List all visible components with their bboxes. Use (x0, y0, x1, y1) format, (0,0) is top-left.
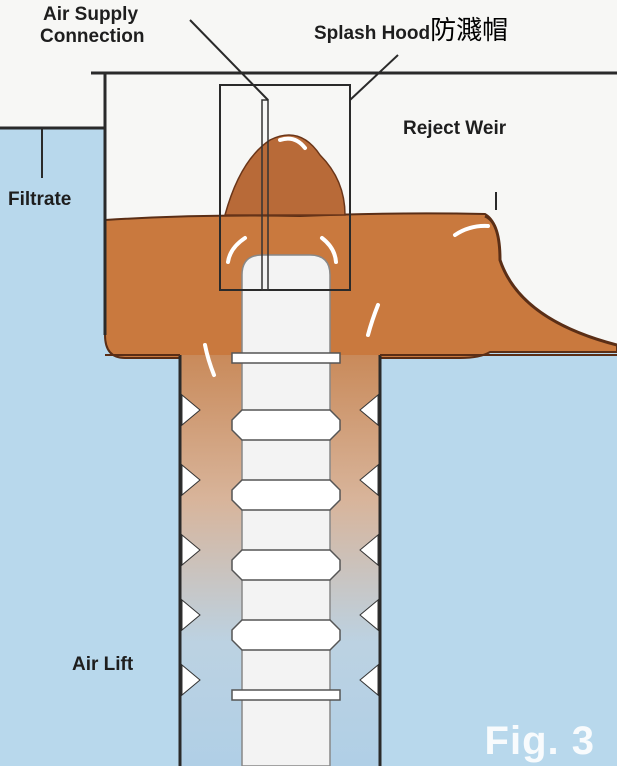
air-supply-label-line1: Air Supply (43, 4, 139, 25)
air-lift-label: Air Lift (72, 654, 134, 675)
pipe-rings (231, 352, 341, 701)
splash-hood-leader (349, 54, 399, 101)
froth-mound (224, 134, 346, 216)
flow-arrows (203, 136, 490, 377)
air-supply-label: Air Supply Connection (40, 4, 145, 48)
splash-hood (219, 84, 351, 291)
filtrate-label: Filtrate (8, 189, 72, 210)
column-baffles (181, 393, 379, 697)
air-supply-leader (189, 19, 269, 101)
splash-hood-label: Splash Hood防濺帽 (314, 18, 508, 45)
figure-number: Fig. 3 (484, 719, 595, 763)
splash-hood-label-en: Splash Hood (314, 23, 431, 44)
air-supply-label-line2: Connection (40, 26, 145, 47)
splash-hood-label-cn: 防濺帽 (430, 16, 509, 46)
reject-weir-label: Reject Weir (403, 118, 507, 139)
reject-weir (484, 214, 617, 347)
air-supply-pipe (261, 99, 269, 291)
